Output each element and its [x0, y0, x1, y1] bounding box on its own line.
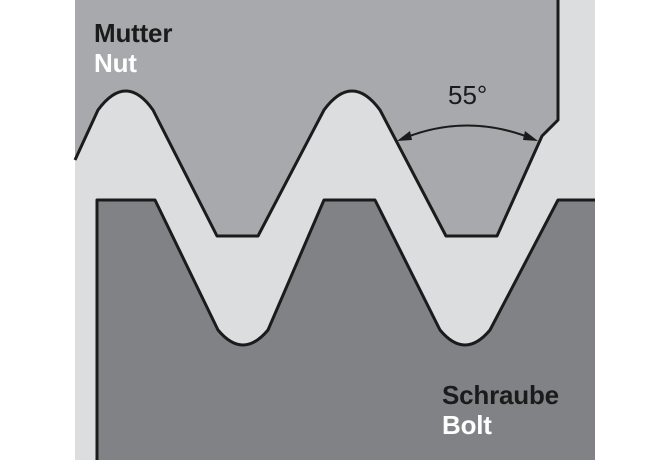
angle-arrowhead-left: [397, 131, 412, 141]
bolt-label-german: Schraube: [442, 380, 559, 410]
nut-label-german: Mutter: [94, 18, 173, 48]
nut-outline: [73, 0, 560, 238]
angle-arc: [401, 124, 534, 140]
nut-label-english: Nut: [94, 48, 137, 78]
bolt-label-english: Bolt: [442, 410, 492, 440]
thread-angle-label: 55°: [448, 80, 488, 110]
bolt-body: [97, 200, 595, 460]
nut-body: [75, 0, 558, 236]
angle-arrowhead-right: [523, 131, 538, 141]
bolt-outline: [95, 198, 595, 460]
